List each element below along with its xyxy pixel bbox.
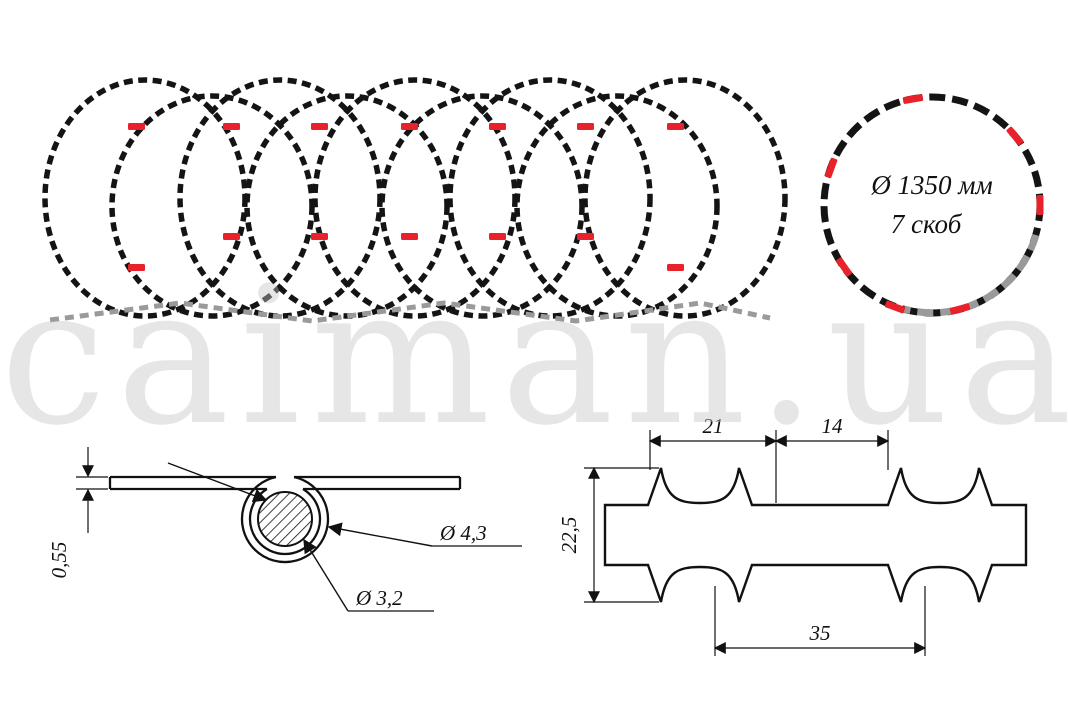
wire-loop (447, 77, 653, 319)
bottom-wire (49, 300, 771, 324)
tape-profile-outline (603, 467, 1028, 603)
gap-label: 14 (822, 414, 844, 438)
clip-mark (128, 123, 145, 130)
barb-width-label: 21 (703, 414, 724, 438)
clip-mark (128, 264, 145, 271)
crimp-inner-wrap (248, 488, 322, 556)
wire-loop (177, 77, 383, 319)
clip-mark (401, 233, 418, 240)
clip-mark (401, 123, 418, 130)
crimp-outer-wrap (240, 475, 330, 564)
ring-clips-label: 7 скоб (891, 209, 963, 239)
clip-mark (824, 157, 838, 179)
clip-mark (311, 233, 328, 240)
crimp-cross-section: Ø 4,3 Ø 3,2 0,55 (47, 447, 522, 612)
ring-end-view: Ø 1350 мм 7 скоб (820, 93, 1044, 317)
clip-mark (902, 94, 924, 104)
coil-ring-faded-arc (903, 234, 1040, 317)
thickness-label: 0,55 (47, 542, 71, 579)
wire-loop (379, 93, 585, 319)
ring-clips (824, 94, 1044, 315)
pitch-label: 35 (809, 621, 831, 645)
height-label: 22,5 (557, 517, 581, 554)
leader-line (167, 462, 268, 503)
clip-mark (884, 300, 906, 314)
wire-loop (582, 77, 788, 319)
clip-mark (577, 123, 594, 130)
clip-mark (1036, 195, 1044, 215)
clip-mark (577, 233, 594, 240)
wire-loop (109, 93, 315, 319)
clip-mark (223, 233, 240, 240)
leader-line (303, 538, 349, 612)
clip-mark (667, 123, 684, 130)
outer-diameter-label: Ø 4,3 (439, 521, 487, 545)
clip-mark (835, 257, 853, 277)
concertina-mesh-view (42, 77, 788, 324)
wire-loop (244, 93, 450, 319)
clip-mark (667, 264, 684, 271)
clip-mark (1006, 126, 1024, 146)
clip-mark (489, 123, 506, 130)
leader-line (327, 522, 433, 547)
clip-mark (949, 303, 971, 315)
wire-loop (42, 77, 248, 319)
core-wire-section (257, 491, 313, 547)
core-diameter-label: Ø 3,2 (355, 586, 403, 610)
tape-profile-view: 21 14 22,5 35 (557, 414, 1028, 656)
clip-mark (489, 233, 506, 240)
wire-loop (312, 77, 518, 319)
clip-mark (223, 123, 240, 130)
ring-diameter-label: Ø 1350 мм (870, 170, 992, 200)
clip-mark (311, 123, 328, 130)
